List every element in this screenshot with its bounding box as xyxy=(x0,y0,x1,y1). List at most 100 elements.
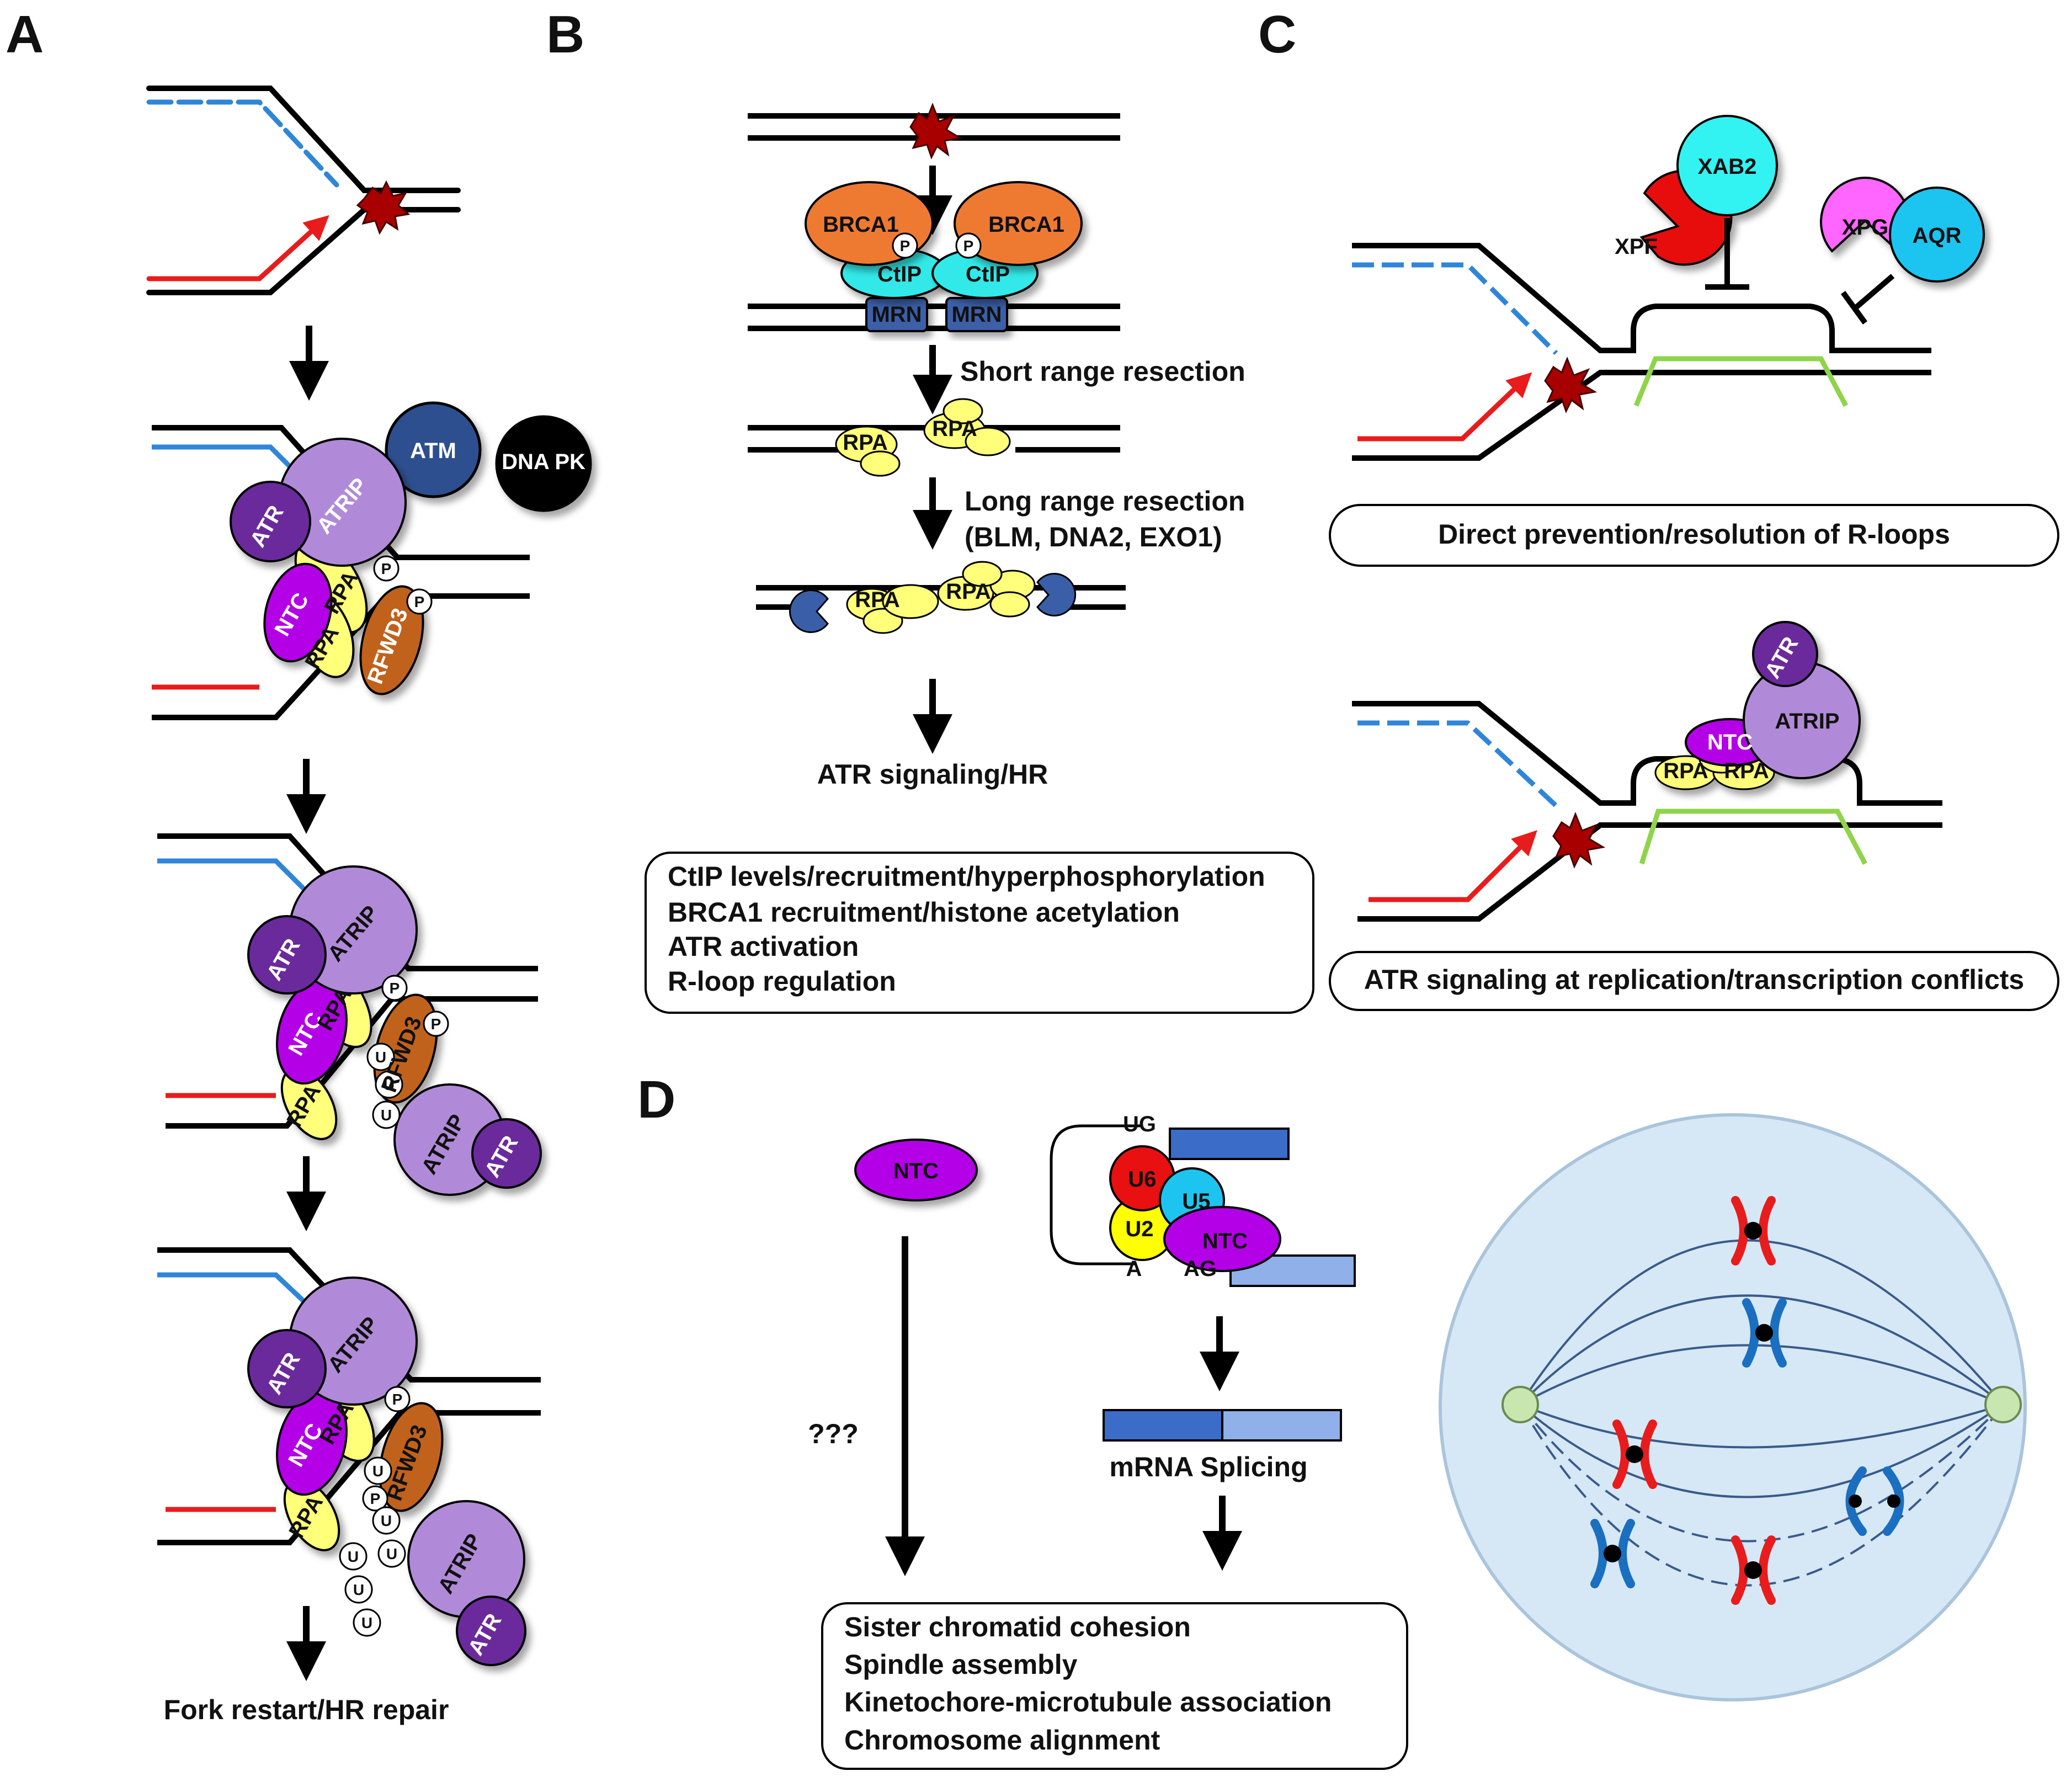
brca1-label: BRCA1 xyxy=(823,212,899,237)
dnapk-circle xyxy=(495,415,592,512)
panel-b: BRCA1 BRCA1 CtIP CtIP MRN MRN P P Short … xyxy=(645,102,1314,1014)
panel-d-line-2: Spindle assembly xyxy=(844,1649,1078,1680)
panel-a: ATM DNA PK ATR ATRIP NTC RPA RPA RFWD3 P… xyxy=(146,86,592,1725)
ag-label: AG xyxy=(1184,1257,1217,1281)
atm-label: ATM xyxy=(410,439,456,463)
panel-c-box-2-text: ATR signaling at replication/transcripti… xyxy=(1364,964,2024,995)
panel-b-line-4: R-loop regulation xyxy=(668,966,896,997)
u5-label: U5 xyxy=(1182,1189,1210,1214)
resection-complex xyxy=(748,181,1120,332)
long-resection-dna xyxy=(756,561,1126,634)
spindle-pole-right xyxy=(1984,1386,2022,1423)
exon-1 xyxy=(1169,1128,1290,1160)
ubiquitin-icon xyxy=(377,1539,406,1568)
p-label: P xyxy=(900,237,910,254)
chromosome-red-icon xyxy=(1731,1196,1776,1265)
aqr-label: AQR xyxy=(1913,224,1962,248)
ntc-label: NTC xyxy=(1707,730,1753,754)
rloop-fork-1 xyxy=(1352,243,1931,461)
panel-d-line-3: Kinetochore-microtubule association xyxy=(844,1687,1332,1717)
panel-c-label: C xyxy=(1258,5,1296,64)
spliced-exon-1 xyxy=(1103,1409,1223,1442)
u-label: U xyxy=(386,1545,397,1562)
panel-b-summary-box xyxy=(645,852,1314,1014)
ntc-oval xyxy=(854,1139,978,1201)
panel-a-outcome: Fork restart/HR repair xyxy=(164,1694,449,1725)
p-label: P xyxy=(392,1391,403,1408)
u-label: U xyxy=(353,1581,364,1598)
checkpoint-complex-3 xyxy=(247,1277,526,1666)
panel-d: NTC ??? UG U6 U5 U2 NTC A AG mRNA Splici… xyxy=(808,1112,2027,1770)
ctip-label: CtIP xyxy=(877,262,922,286)
ubiquitin-icon xyxy=(339,1542,368,1571)
u-label: U xyxy=(381,1512,392,1529)
p-label: P xyxy=(381,560,392,577)
ug-label: UG xyxy=(1123,1112,1156,1136)
long-range-label-1: Long range resection xyxy=(965,486,1245,517)
u-label: U xyxy=(381,1107,392,1124)
chromosome-blue-icon xyxy=(1742,1298,1787,1368)
rpa-label: RPA xyxy=(855,588,899,612)
panel-d-line-4: Chromosome alignment xyxy=(844,1725,1160,1756)
p-label: P xyxy=(414,593,425,610)
chromosome-red-icon xyxy=(1612,1419,1657,1489)
atm-circle xyxy=(385,401,482,498)
mrna-splicing-label: mRNA Splicing xyxy=(1109,1451,1307,1482)
phospho-icon xyxy=(373,555,400,582)
ubiquitin-icon xyxy=(366,1043,395,1071)
dna-lesion-icon xyxy=(1552,811,1606,869)
phospho-icon xyxy=(381,975,408,1001)
spliceosome-ntc-label: NTC xyxy=(1202,1229,1248,1253)
ubiquitin-icon xyxy=(375,1070,403,1099)
rpa-label: RPA xyxy=(946,579,991,604)
ubiquitin-icon xyxy=(364,1456,392,1485)
rpa-label: RPA xyxy=(932,417,977,441)
a-site-label: A xyxy=(1126,1257,1142,1281)
xpf-label: XPF xyxy=(1615,235,1658,259)
panel-d-ntc-label: NTC xyxy=(893,1159,939,1183)
rpa-label: RPA xyxy=(1724,759,1769,783)
u2-label: U2 xyxy=(1125,1217,1153,1241)
ctip-label: CtIP xyxy=(966,262,1010,286)
panel-c-box-1 xyxy=(1329,504,2059,567)
u-label: U xyxy=(361,1614,372,1631)
u-label: U xyxy=(348,1548,359,1565)
p-label: P xyxy=(390,980,400,997)
panel-d-label: D xyxy=(637,1070,675,1129)
dna-lesion-icon xyxy=(1544,356,1598,413)
brca1-label: BRCA1 xyxy=(988,212,1064,237)
atrip-label: ATRIP xyxy=(1775,709,1839,733)
phospho-icon xyxy=(406,588,433,615)
p-label: P xyxy=(431,1015,441,1033)
u6-label: U6 xyxy=(1128,1167,1156,1192)
u-label: U xyxy=(375,1049,386,1066)
rpa-label: RPA xyxy=(843,430,887,455)
phospho-icon xyxy=(384,1386,411,1412)
p-label: P xyxy=(963,237,974,254)
panel-b-line-3: ATR activation xyxy=(668,931,859,962)
long-range-label-2: (BLM, DNA2, EXO1) xyxy=(965,522,1222,552)
rpa-label: RPA xyxy=(1663,759,1708,783)
mitotic-spindle xyxy=(1439,1113,2027,1701)
phospho-icon xyxy=(423,1011,449,1037)
chromosome-red-icon xyxy=(1731,1535,1776,1605)
panel-b-line-2: BRCA1 recruitment/histone acetylation xyxy=(668,897,1180,928)
panel-d-summary-box xyxy=(821,1602,1408,1770)
inhibition-marks xyxy=(1705,218,1895,325)
phospho-icon xyxy=(362,1485,388,1512)
xpg-label: XPG xyxy=(1842,215,1888,240)
panel-c-box-2 xyxy=(1329,951,2059,1011)
panel-d-line-1: Sister chromatid cohesion xyxy=(844,1612,1191,1642)
dna-lesion-icon xyxy=(356,180,411,235)
short-range-label: Short range resection xyxy=(960,356,1245,387)
mrn-label: MRN xyxy=(871,302,922,327)
xab2-label: XAB2 xyxy=(1698,155,1757,179)
checkpoint-complex-1 xyxy=(230,438,424,695)
panel-b-outcome: ATR signaling/HR xyxy=(817,759,1048,790)
dnapk-label: DNA PK xyxy=(502,450,585,474)
rloop-factors xyxy=(1639,115,1985,283)
rloop-fork-2 xyxy=(1352,701,1942,922)
chromosome-blue-icon xyxy=(1590,1519,1635,1588)
panel-c-box-1-text: Direct prevention/resolution of R-loops xyxy=(1438,519,1950,550)
